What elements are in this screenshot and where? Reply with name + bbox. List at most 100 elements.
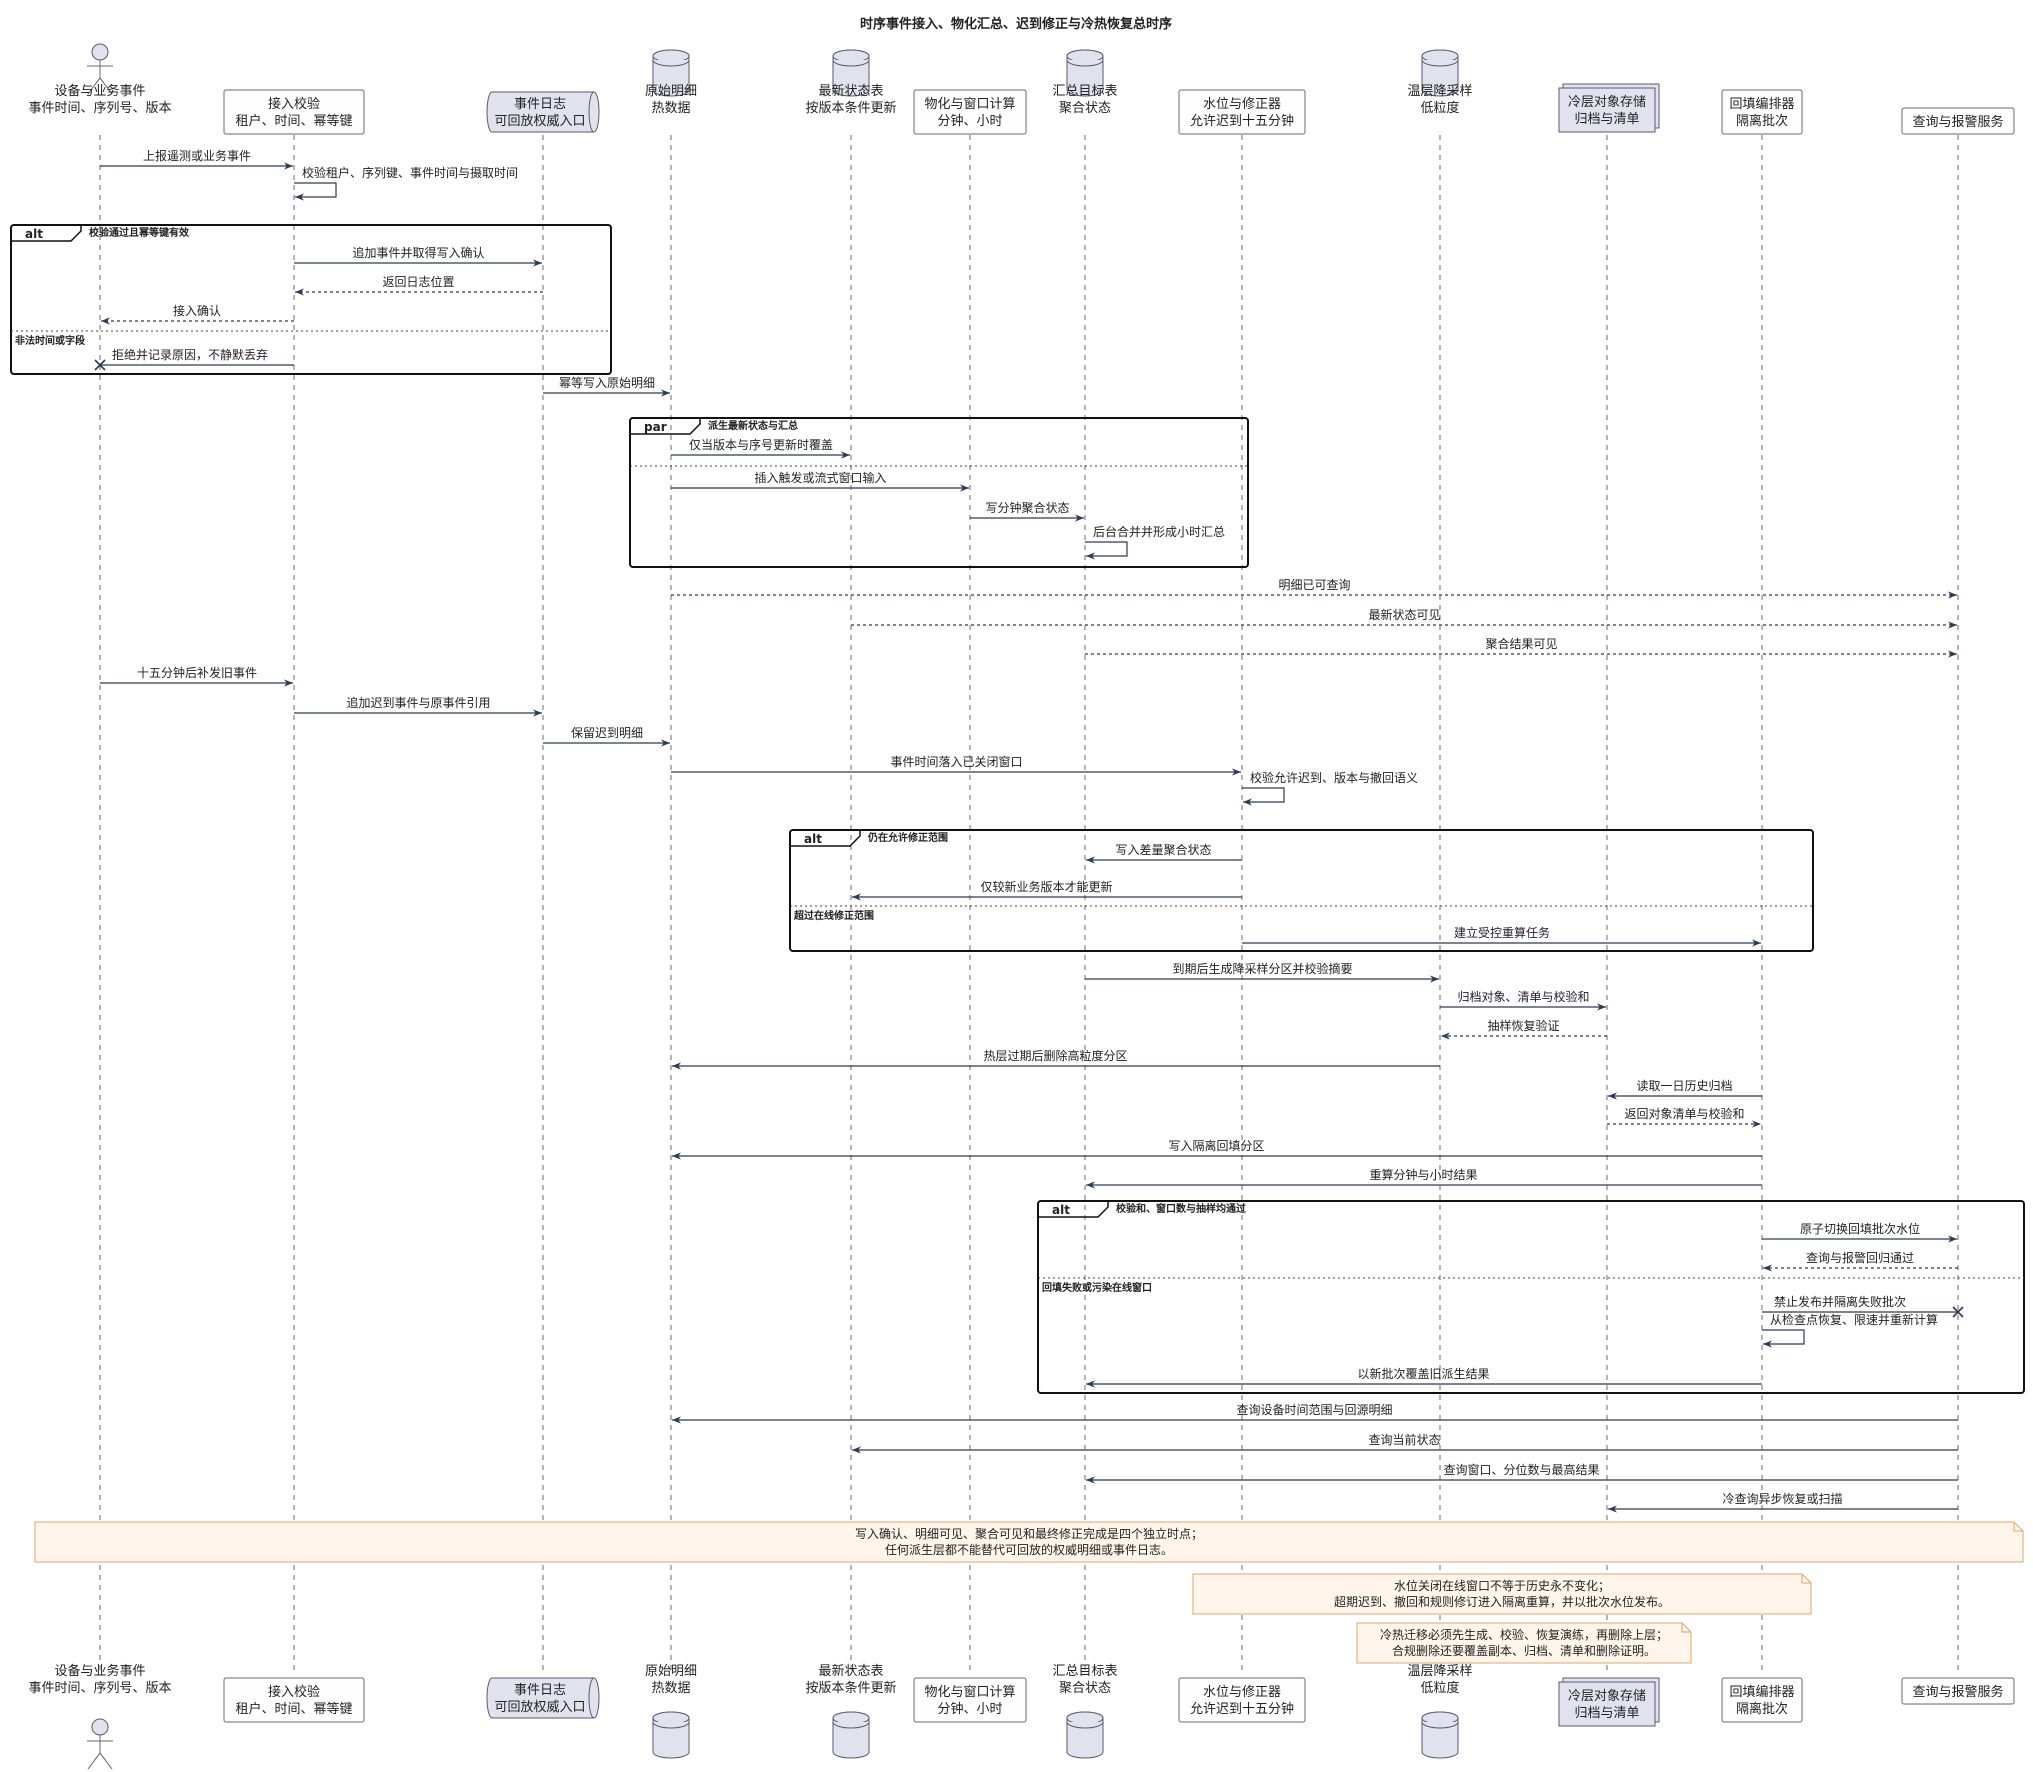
- participant-label: 温层降采样: [1407, 84, 1472, 99]
- participant-box: [223, 89, 365, 135]
- participant-label: 原始明细: [645, 84, 697, 99]
- message-label: 聚合结果可见: [1485, 636, 1557, 651]
- participant-label: 热数据: [651, 1681, 690, 1696]
- message-label: 仅较新业务版本才能更新: [980, 879, 1112, 894]
- message-label: 到期后生成降采样分区并校验摘要: [1172, 961, 1352, 976]
- message-label: 查询设备时间范围与回源明细: [1236, 1403, 1392, 1417]
- message: 到期后生成降采样分区并校验摘要: [1085, 961, 1439, 983]
- message: 查询当前状态: [852, 1432, 1958, 1454]
- participant-label: 归档与清单: [1574, 112, 1639, 127]
- message-label: 最新状态可见: [1368, 607, 1440, 622]
- message-label: 事件时间落入已关闭窗口: [890, 755, 1022, 769]
- message: 最新状态可见: [851, 607, 1957, 629]
- collections-front: [1558, 1681, 1656, 1727]
- message-label: 抽样恢复验证: [1487, 1018, 1559, 1033]
- message: 仅当版本与序号更新时覆盖: [671, 437, 850, 459]
- note: 冷热迁移必须先生成、校验、恢复演练，再删除上层；合规删除还要覆盖副本、归档、清单…: [1356, 1622, 1692, 1664]
- message-label: 原子切换回填批次水位: [1800, 1221, 1920, 1236]
- participant-label: 冷层对象存储: [1568, 95, 1646, 110]
- message-label: 写入差量聚合状态: [1115, 842, 1211, 857]
- participant-label: 聚合状态: [1059, 101, 1111, 116]
- note-text: 写入确认、明细可见、聚合可见和最终修正完成是四个独立时点；: [855, 1526, 1203, 1541]
- message-label: 追加迟到事件与原事件引用: [346, 695, 490, 710]
- database-ring: [652, 1721, 690, 1729]
- participant-label: 可回放权威入口: [494, 1699, 585, 1715]
- message: 建立受控重算任务: [1242, 925, 1761, 947]
- participant-label: 隔离批次: [1736, 113, 1788, 129]
- lifelines: [99, 135, 1959, 1673]
- message: 原子切换回填批次水位: [1762, 1221, 1957, 1243]
- message-label: 幂等写入原始明细: [559, 376, 655, 390]
- database-ring: [652, 59, 690, 67]
- participant-box: [913, 89, 1027, 135]
- participant-label: 汇总目标表: [1052, 1664, 1117, 1679]
- message: 保留迟到明细: [543, 726, 670, 747]
- message: 抽样恢复验证: [1441, 1018, 1607, 1040]
- message: 以新批次覆盖旧派生结果: [1086, 1366, 1762, 1388]
- message-label: 读取一日历史归档: [1636, 1079, 1732, 1093]
- actor-head: [91, 43, 109, 61]
- message: 校验租户、序列键、事件时间与摄取时间: [294, 165, 518, 201]
- message-label: 上报遥测或业务事件: [143, 148, 251, 163]
- participant-label: 原始明细: [645, 1664, 697, 1679]
- note-text: 冷热迁移必须先生成、校验、恢复演练，再删除上层；: [1380, 1627, 1668, 1642]
- actor-legs: [87, 77, 113, 95]
- participant-label: 事件时间、序列号、版本: [28, 1681, 171, 1696]
- fragment-tag: alt: [804, 832, 822, 846]
- note-fold: [1801, 1574, 1811, 1584]
- participant-label: 租户、时间、幂等键: [235, 113, 352, 129]
- fragment-frame: [10, 224, 612, 375]
- notes: 写入确认、明细可见、聚合可见和最终修正完成是四个独立时点；任何派生层都不能替代可…: [34, 1521, 2024, 1664]
- database-ring: [1066, 59, 1104, 67]
- participant-label: 接入校验: [268, 1684, 320, 1700]
- message: 写入差量聚合状态: [1086, 842, 1242, 864]
- participant-label: 聚合状态: [1059, 1681, 1111, 1696]
- participant-box: [1901, 1677, 2015, 1705]
- participant-box: [1901, 107, 2015, 135]
- participant-label: 物化与窗口计算: [924, 1684, 1015, 1700]
- message: 读取一日历史归档: [1608, 1079, 1762, 1100]
- message: 写入隔离回填分区: [672, 1138, 1762, 1160]
- participant-label: 分钟、小时: [937, 113, 1002, 129]
- message: 仅较新业务版本才能更新: [852, 879, 1242, 901]
- participant-label: 按版本条件更新: [805, 1680, 896, 1696]
- participant-label: 低粒度: [1420, 1680, 1459, 1696]
- fragment-tag: alt: [25, 227, 43, 241]
- participant-label: 可回放权威入口: [494, 113, 585, 129]
- participant-label: 事件日志: [514, 97, 566, 112]
- message-label: 归档对象、清单与校验和: [1457, 989, 1589, 1004]
- fragment-tab: [1038, 1201, 1109, 1218]
- participant-label: 水位与修正器: [1203, 1685, 1281, 1700]
- participant-label: 热数据: [651, 101, 690, 116]
- fragment-condition: 回填失败或污染在线窗口: [1042, 1281, 1152, 1294]
- participant-label: 回填编排器: [1729, 97, 1794, 112]
- message-label: 写入隔离回填分区: [1168, 1138, 1264, 1153]
- participant-label: 事件日志: [514, 1683, 566, 1698]
- message: 事件时间落入已关闭窗口: [671, 755, 1241, 776]
- message: 拒绝并记录原因，不静默丢弃: [94, 347, 294, 371]
- message-label: 校验租户、序列键、事件时间与摄取时间: [302, 165, 518, 180]
- participant-label: 最新状态表: [818, 83, 883, 99]
- fragment-tab: [790, 830, 861, 847]
- message: 热层过期后删除高粒度分区: [672, 1048, 1440, 1070]
- message: 上报遥测或业务事件: [100, 148, 293, 170]
- actor-head: [91, 1718, 109, 1736]
- database-ring: [1421, 59, 1459, 67]
- participant-label: 事件时间、序列号、版本: [28, 101, 171, 116]
- participant-label: 归档与清单: [1574, 1706, 1639, 1721]
- message-arrow: [1242, 787, 1285, 806]
